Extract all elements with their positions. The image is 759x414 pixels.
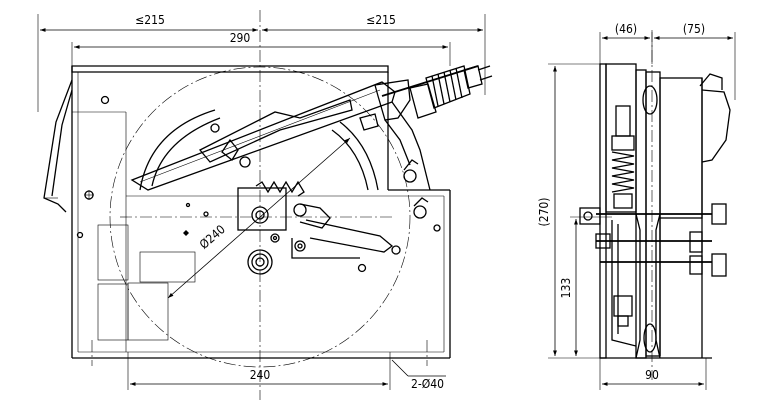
wheel-diameter-circle — [109, 66, 411, 368]
base-plate — [71, 65, 451, 359]
label-plate-inner — [127, 282, 169, 341]
lever-arm — [130, 81, 396, 191]
label-plate-lower — [97, 283, 129, 341]
dim-width-label: 290 — [230, 31, 251, 45]
dim-bottom: 240 — [127, 352, 391, 390]
diamond-marker — [183, 230, 189, 236]
side-view: (46) (75) (270) 133 — [537, 22, 736, 390]
dim-bottom-label: 240 — [250, 368, 271, 382]
dim-top-left-label: (46) — [615, 22, 637, 36]
dim-diameter-label: Ø240 — [197, 222, 228, 252]
right-clamp — [403, 159, 429, 219]
side-bolts — [579, 203, 727, 277]
side-wheel — [635, 85, 661, 359]
side-body — [599, 63, 731, 359]
dim-height-label: (270) — [537, 197, 551, 226]
dim-right-half-label: ≤215 — [366, 13, 396, 27]
dim-width: 290 — [71, 31, 451, 66]
dim-top-halves: ≤215 ≤215 — [37, 13, 486, 112]
dim-side-bottom: 90 — [599, 358, 707, 390]
dim-left-half-label: ≤215 — [135, 13, 165, 27]
dim-top-right-label: (75) — [683, 22, 705, 36]
label-plate-upper — [97, 224, 129, 281]
dim-holes: 2-Ø40 — [391, 359, 446, 391]
side-spring — [611, 105, 635, 327]
dim-side-height: (270) — [537, 63, 600, 359]
dim-center-height-label: 133 — [559, 278, 573, 299]
upper-arm — [374, 79, 431, 191]
dim-side-top: (46) (75) — [599, 22, 736, 100]
spring-housing — [381, 65, 493, 119]
front-view: ≤215 ≤215 290 — [37, 10, 493, 400]
dim-bottom-width-label: 90 — [645, 368, 659, 382]
hub-spring-assembly — [237, 180, 394, 259]
dim-side-center: 133 — [559, 216, 612, 356]
left-bracket — [43, 79, 73, 213]
label-plate-middle — [139, 251, 196, 283]
dim-holes-label: 2-Ø40 — [411, 377, 444, 391]
